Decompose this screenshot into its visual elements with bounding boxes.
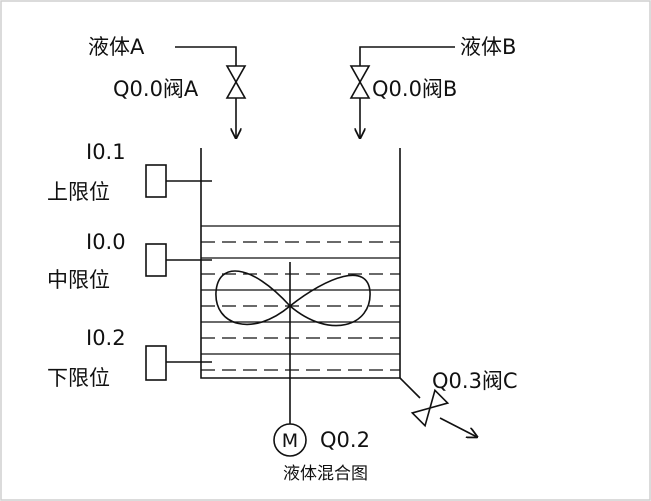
motor-icon	[273, 423, 307, 457]
sensor-middle: I0.0 中限位	[47, 230, 212, 292]
valve-c-icon	[410, 388, 450, 428]
sensor-upper: I0.1 上限位	[47, 140, 212, 204]
sensor-upper-address: I0.1	[86, 140, 126, 164]
valve-c-label: Q0.3阀C	[432, 369, 518, 393]
valve-a-label: Q0.0阀A	[113, 77, 199, 101]
motor-symbol: M	[282, 430, 298, 452]
sensor-middle-address: I0.0	[86, 230, 126, 254]
liquid-level-lines	[201, 225, 400, 371]
valve-b-icon	[349, 65, 371, 99]
mixer-blade-icon	[215, 270, 371, 327]
outlet-pipe	[399, 377, 477, 437]
liquid-a-pipe	[175, 46, 236, 138]
sensor-lower: I0.2 下限位	[47, 326, 212, 390]
liquid-b-pipe	[360, 46, 455, 138]
sensor-middle-name: 中限位	[47, 268, 110, 292]
sensor-lower-box	[145, 345, 167, 381]
valve-a-icon	[225, 65, 247, 99]
sensor-upper-name: 上限位	[47, 180, 110, 204]
diagram-caption: 液体混合图	[283, 464, 368, 484]
liquid-b-label: 液体B	[460, 35, 516, 59]
sensor-middle-box	[145, 243, 167, 277]
sensor-upper-box	[145, 164, 167, 198]
tank	[200, 148, 401, 379]
motor-label: Q0.2	[320, 428, 370, 452]
valve-b-label: Q0.0阀B	[372, 77, 457, 101]
liquid-a-label: 液体A	[88, 35, 145, 59]
sensor-lower-address: I0.2	[86, 326, 126, 350]
sensor-lower-name: 下限位	[47, 366, 110, 390]
